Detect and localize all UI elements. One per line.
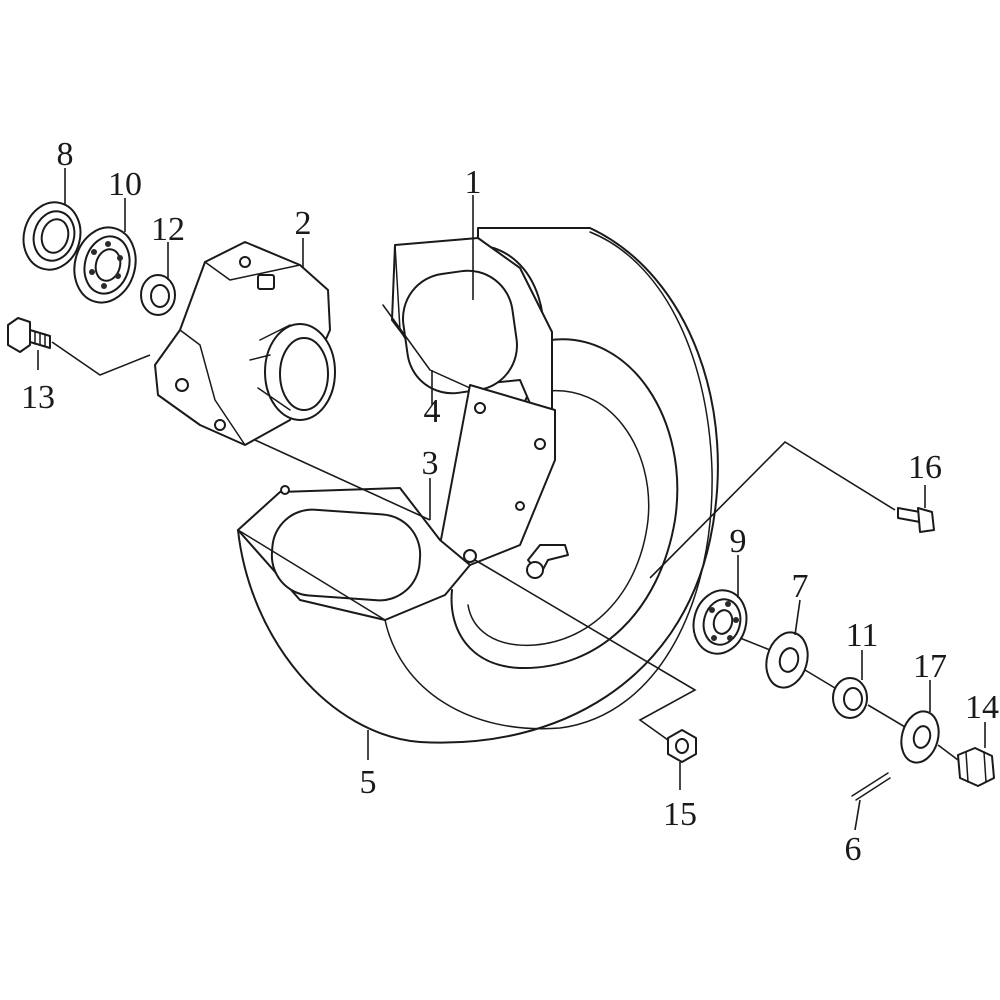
callout-15: 15 — [663, 796, 697, 833]
callout-10: 10 — [108, 166, 142, 203]
nut-icon — [667, 729, 697, 763]
bolt-icon — [897, 507, 935, 533]
leader-line — [649, 440, 896, 579]
callout-4: 4 — [424, 393, 441, 430]
castle-nut-icon — [957, 747, 995, 787]
leader-line — [739, 637, 959, 761]
oil-seal-icon — [22, 201, 82, 271]
leader-line — [474, 559, 697, 741]
bearing-icon — [692, 589, 748, 655]
callout-6: 6 — [845, 831, 862, 868]
callout-7: 7 — [792, 568, 809, 605]
callout-13: 13 — [21, 379, 55, 416]
leader-lines — [37, 168, 986, 831]
bearing-icon — [73, 226, 137, 304]
callout-11: 11 — [846, 617, 879, 654]
callout-1: 1 — [465, 164, 482, 201]
leader-line — [794, 599, 801, 636]
leader-line — [51, 341, 431, 521]
callout-16: 16 — [908, 449, 942, 486]
washer-icon — [765, 631, 809, 689]
bolt-icon — [7, 317, 51, 353]
callout-5: 5 — [360, 764, 377, 801]
washer-icon — [900, 710, 940, 764]
collar-icon — [832, 677, 868, 719]
callout-8: 8 — [57, 136, 74, 173]
callout-3: 3 — [422, 445, 439, 482]
callout-12: 12 — [151, 211, 185, 248]
cotter-pin-icon — [851, 772, 891, 801]
leader-line — [854, 799, 861, 831]
callout-9: 9 — [730, 523, 747, 560]
rim-half-left-icon — [237, 485, 569, 621]
callout-14: 14 — [965, 689, 999, 726]
collar-icon — [140, 274, 176, 316]
wheel-hub-icon — [154, 241, 336, 446]
rim-half-right-icon — [382, 237, 556, 566]
callout-labels: 1 2 3 4 5 6 7 8 9 10 11 12 13 14 15 16 1… — [21, 136, 999, 868]
callout-17: 17 — [913, 648, 947, 685]
callout-2: 2 — [295, 205, 312, 242]
